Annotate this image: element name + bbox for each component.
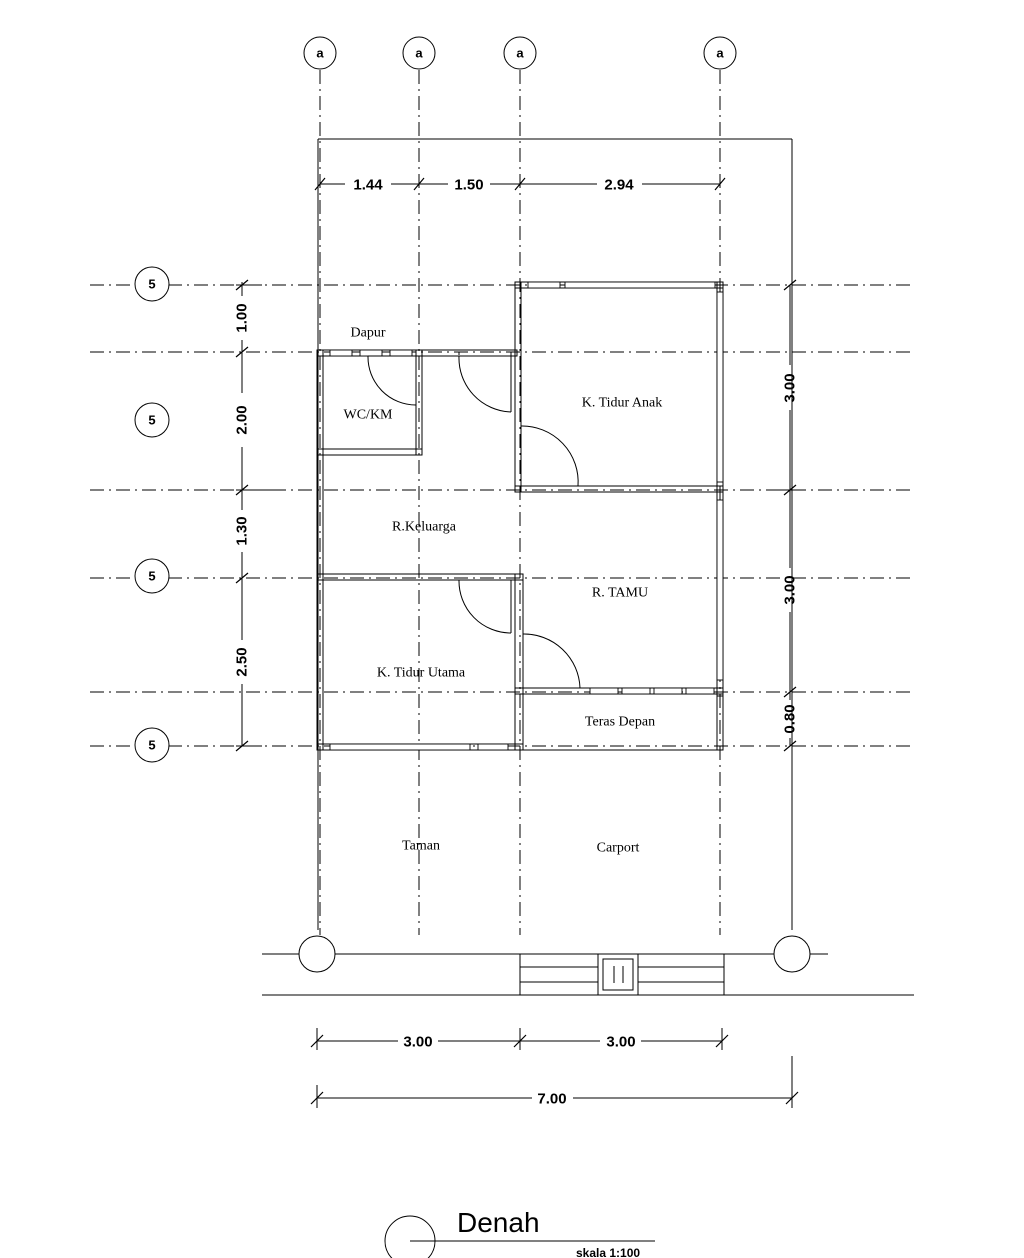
total-dimension: 7.00 (310, 1056, 799, 1108)
room-label-tidur-utama: K. Tidur Utama (377, 666, 466, 681)
svg-text:5: 5 (148, 277, 155, 292)
doors (367, 352, 581, 689)
dim-total: 7.00 (537, 1091, 566, 1108)
row-grid-bubble: 5 (134, 558, 170, 594)
room-label-tamu: R. TAMU (592, 586, 648, 601)
row-grid-bubble: 5 (134, 266, 170, 302)
dim-top-1: 1.44 (353, 177, 383, 194)
room-label-keluarga: R.Keluarga (392, 520, 457, 535)
horizontal-grid-axes (90, 284, 915, 747)
svg-text:5: 5 (148, 738, 155, 753)
row-grid-bubble: 5 (134, 727, 170, 763)
room-labels: Dapur WC/KM K. Tidur Anak R.Keluarga R. … (344, 326, 663, 856)
svg-text:a: a (415, 46, 423, 61)
left-dimension-chain: 1.00 2.00 1.30 2.50 (234, 279, 272, 752)
dim-left-1: 1.00 (234, 303, 251, 332)
room-label-carport: Carport (597, 841, 640, 856)
room-label-dapur: Dapur (351, 326, 386, 341)
svg-text:a: a (316, 46, 324, 61)
vertical-grid-axes (319, 70, 721, 935)
dim-bottom-2: 3.00 (606, 1034, 635, 1051)
dim-left-2: 2.00 (234, 405, 251, 434)
svg-text:5: 5 (148, 413, 155, 428)
drawing-title: Denah (457, 1207, 540, 1238)
drawing-scale: skala 1:100 (576, 1246, 640, 1258)
room-label-tidur-anak: K. Tidur Anak (582, 396, 663, 411)
column-grid-bubble: a (503, 36, 537, 70)
dim-left-3: 1.30 (234, 516, 251, 545)
windows (329, 281, 724, 751)
dim-right-2: 3.00 (782, 575, 799, 604)
column-grid-bubble: a (703, 36, 737, 70)
dim-top-3: 2.94 (604, 177, 634, 194)
title-block: Denah skala 1:100 (384, 1207, 655, 1258)
dim-bottom-1: 3.00 (403, 1034, 432, 1051)
bottom-dimension-chain: 3.00 3.00 (310, 1028, 729, 1051)
dim-left-4: 2.50 (234, 647, 251, 676)
svg-text:a: a (716, 46, 724, 61)
svg-text:5: 5 (148, 569, 155, 584)
row-grid-bubble: 5 (134, 402, 170, 438)
top-dimension-chain: 1.44 1.50 2.94 (314, 177, 726, 194)
front-fence (262, 935, 914, 996)
dim-right-1: 3.00 (782, 373, 799, 402)
room-label-taman: Taman (402, 839, 440, 854)
room-label-teras: Teras Depan (585, 715, 655, 730)
right-dimension-chain: 3.00 3.00 0.80 (778, 279, 800, 752)
column-grid-bubble: a (303, 36, 337, 70)
top-extension-lines (317, 138, 793, 930)
svg-text:a: a (516, 46, 524, 61)
dim-right-3: 0.80 (782, 704, 799, 733)
room-label-wc: WC/KM (344, 408, 394, 423)
column-grid-bubble: a (402, 36, 436, 70)
dim-top-2: 1.50 (454, 177, 483, 194)
